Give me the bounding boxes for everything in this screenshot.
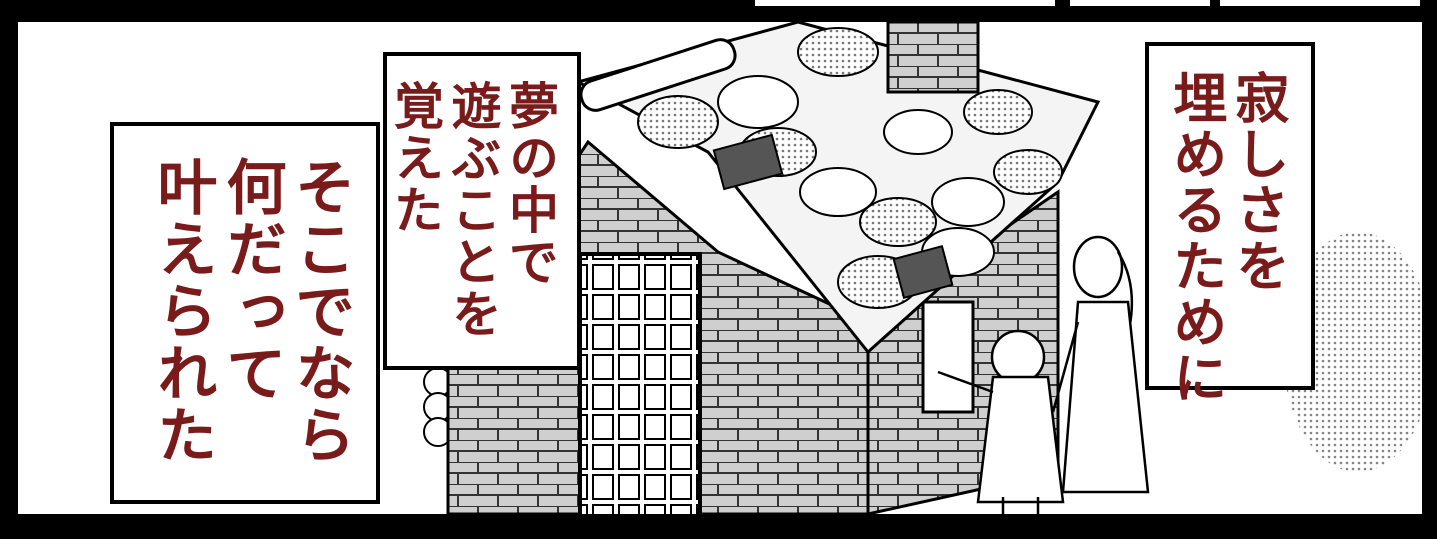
adjacent-panel-strip (1220, 0, 1420, 6)
adjacent-panel-strip (755, 0, 1055, 6)
caption-line: 遊ぶことを (443, 80, 503, 340)
caption-line: 何だって (216, 156, 286, 404)
caption-line: そこでなら (285, 156, 355, 466)
caption-text-right: 寂しさを 埋めるために (1163, 70, 1290, 406)
caption-box-left: そこでなら 何だって 叶えられた (110, 122, 380, 504)
caption-box-right: 寂しさを 埋めるために (1145, 42, 1315, 406)
caption-line: 叶えられた (147, 156, 217, 466)
caption-box-middle: 夢の中で 遊ぶことを 覚えた (383, 52, 581, 370)
comic-panel: 寂しさを 埋めるために 夢の中で 遊ぶことを 覚えた そこでなら 何だって 叶え… (18, 22, 1422, 514)
log-corner (423, 367, 453, 447)
woman-figure (1051, 235, 1150, 494)
child-figure (937, 329, 1065, 514)
caption-text-middle: 夢の中で 遊ぶことを 覚えた (386, 80, 560, 340)
adjacent-panel-strip (1070, 0, 1210, 6)
caption-text-left: そこでなら 何だって 叶えられた (147, 156, 355, 466)
caption-line: 寂しさを (1226, 70, 1290, 294)
caption-line: 夢の中で (501, 80, 560, 288)
caption-line: 埋めるために (1163, 70, 1228, 406)
caption-line: 覚えた (386, 80, 445, 236)
